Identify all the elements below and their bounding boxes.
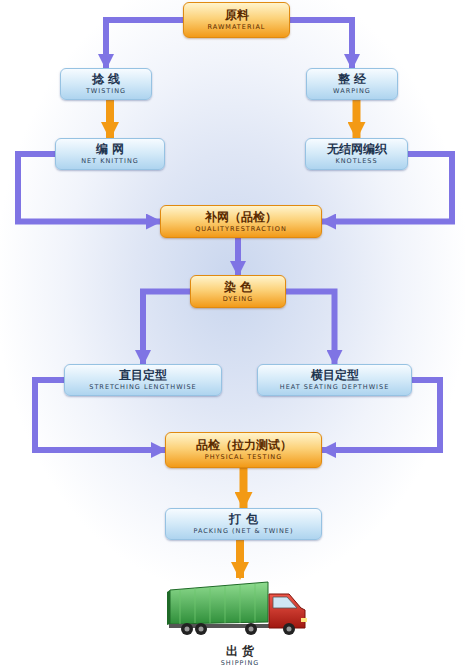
step-name-en: RAWMATERIAL [208,23,266,32]
step-name-en: QUALITYRESTRACTION [195,225,287,234]
flow-arrow [240,468,248,508]
process-box: 横目定型HEAT SEATING DEPTHWISE [257,364,412,396]
process-box: 捻 线TWISTING [60,68,152,100]
flow-arrow [106,100,114,138]
process-box: 补网（品检）QUALITYRESTRACTION [160,205,322,238]
flow-arrow [235,238,241,275]
step-name: 整 经 [338,72,366,87]
step-name-en: KNOTLESS [335,157,377,166]
process-box: 原料RAWMATERIAL [183,2,290,38]
step-name: 直目定型 [119,368,167,383]
step-name: 出 货 [226,644,254,659]
step-name-en: TWISTING [86,87,126,96]
step-name-en: PACKING (NET & TWINE) [193,527,293,536]
flow-arrow [236,540,244,578]
step-name-en: PHYSICAL TESTING [205,453,282,462]
flow-arrow [290,20,352,68]
step-name-en: HEAT SEATING DEPTHWISE [280,383,389,392]
step-name-en: DYEING [223,295,254,304]
step-name-en: NET KNITTING [81,157,139,166]
shipping-node: 出 货SHIPPING [165,578,315,668]
process-box: 无结网编织KNOTLESS [305,138,408,170]
process-box: 打 包PACKING (NET & TWINE) [165,508,322,540]
flow-arrow [106,20,183,68]
step-name: 捻 线 [92,72,120,87]
step-name-en: WARPING [333,87,371,96]
step-name: 原料 [225,8,249,23]
process-box: 编 网NET KNITTING [55,138,165,170]
step-name: 品检（拉力测试） [196,438,292,453]
process-box: 整 经WARPING [306,68,398,100]
flow-arrow [353,100,361,138]
process-box: 品检（拉力测试）PHYSICAL TESTING [165,432,322,468]
process-box: 染 色DYEING [190,275,286,308]
step-name-en: STRETCHING LENGTHWISE [89,383,196,392]
step-name: 编 网 [96,142,124,157]
step-name: 无结网编织 [327,142,387,157]
step-name: 补网（品检） [205,210,277,225]
step-name: 打 包 [229,512,257,527]
process-box: 直目定型STRETCHING LENGTHWISE [64,364,222,396]
truck-illustration [165,578,315,638]
flow-arrow [18,154,160,222]
step-name-en: SHIPPING [221,659,260,668]
flow-arrow [286,292,335,365]
step-name: 横目定型 [311,368,359,383]
step-name: 染 色 [224,280,252,295]
flow-arrow [143,292,190,365]
